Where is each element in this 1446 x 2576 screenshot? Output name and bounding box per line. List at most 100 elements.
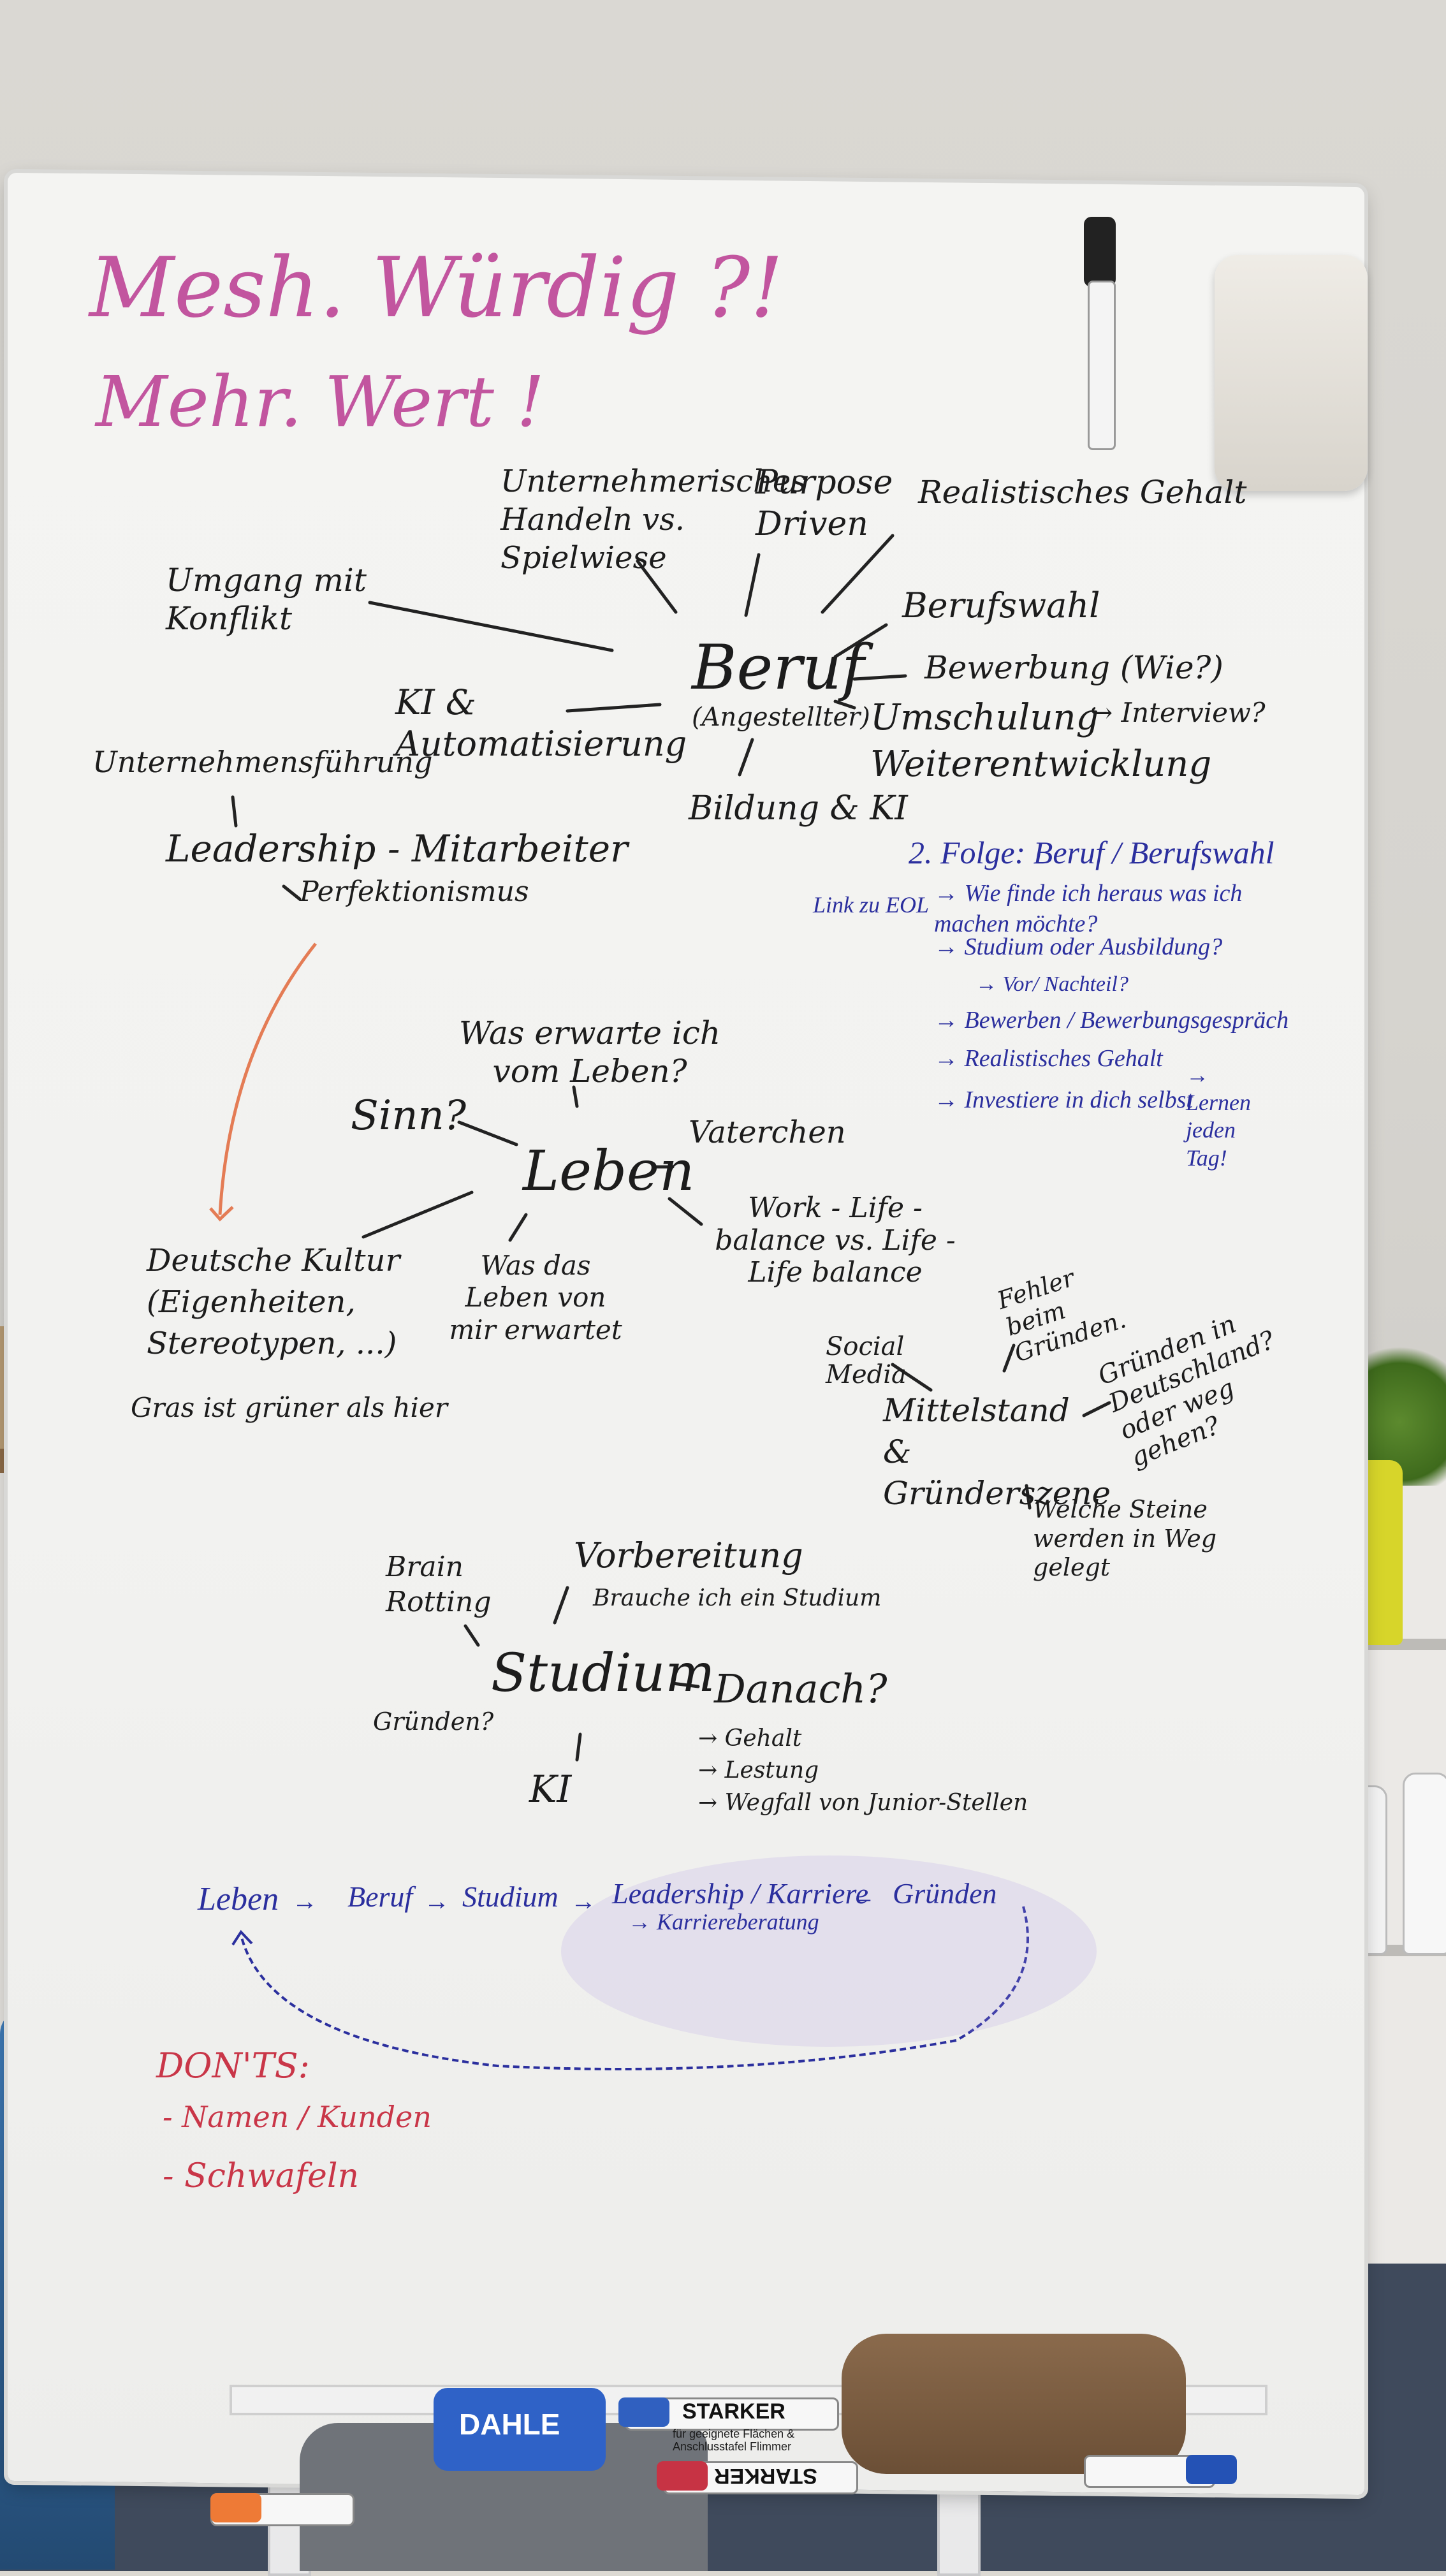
line-danach: [671, 1681, 700, 1688]
leadership-main: Leadership - Mitarbeiter: [166, 827, 628, 870]
branch-konflikt: Umgang mit Konflikt: [166, 562, 367, 637]
mittelstand-center: Mittelstand & Gründerszene: [883, 1392, 1111, 1512]
flow-arrow-2: →: [424, 1887, 449, 1915]
mittelstand-social-media: Social Media: [826, 1332, 907, 1389]
flow-step-studium: Studium: [462, 1880, 559, 1913]
sponge-brand-label: DAHLE: [459, 2408, 560, 2441]
leben-vaterchen: Vaterchen: [689, 1115, 846, 1150]
flow-arrowhead: [231, 1929, 253, 1946]
plant: [1352, 1326, 1446, 1486]
danach-item-3: → Wegfall von Junior-Stellen: [698, 1790, 1028, 1816]
donts-item-2: - Schwafeln: [163, 2157, 359, 2195]
marker-brand-label-2: STARKER: [714, 2464, 817, 2488]
donts-item-1: - Namen / Kunden: [163, 2100, 432, 2134]
line-was-das-leben: [508, 1213, 528, 1242]
whiteboard-marker-pen[interactable]: [1084, 217, 1116, 453]
pen-body: [1088, 281, 1116, 450]
marker-brand-label: STARKER: [682, 2399, 785, 2424]
branch-bewerbung: Bewerbung (Wie?): [924, 649, 1223, 686]
donts-heading: DON'TS:: [156, 2045, 310, 2086]
line-fehler: [1002, 1343, 1016, 1373]
line-purpose: [744, 553, 761, 617]
lotion-bottle: [1403, 1773, 1446, 1955]
branch-interview: ↪ Interview?: [1090, 697, 1266, 728]
leben-was-das-leben: Was das Leben von mir erwartet: [449, 1250, 622, 1345]
line-unternehmerisch: [636, 559, 678, 614]
orange-arrow: [218, 942, 317, 1215]
line-work-life: [668, 1197, 703, 1226]
leben-erwarte: Was erwarte ich vom Leben?: [458, 1014, 721, 1090]
studium-danach: Danach?: [714, 1665, 887, 1712]
line-gruenden-de: [1082, 1401, 1111, 1417]
title-line-1: Mesh. Würdig ?!: [89, 239, 784, 336]
line-umschulung: [833, 699, 856, 710]
folge-item-1: → Wie finde ich heraus was ich machen mö…: [934, 880, 1243, 937]
line-berufswahl: [833, 623, 888, 659]
branch-bildung-ki: Bildung & KI: [689, 789, 908, 828]
leadership-sub: Perfektionismus: [300, 875, 529, 908]
branch-purpose: Purpose Driven: [756, 464, 893, 543]
marker-small-text: für geeignete Flächen & Anschlusstafel F…: [673, 2427, 795, 2453]
folge-item-7: → Lernen jeden Tag!: [1186, 1062, 1251, 1171]
studium-gruenden: Gründen?: [373, 1708, 494, 1736]
folge-item-4: → Bewerben / Bewerbungsgespräch: [934, 1007, 1289, 1034]
pen-cap: [1084, 217, 1116, 287]
leben-sinn: Sinn?: [351, 1092, 467, 1139]
leadership-top: Unternehmensführung: [92, 745, 433, 779]
flow-step-leben: Leben: [198, 1881, 279, 1917]
branch-berufswahl: Berufswahl: [902, 585, 1100, 626]
flow-step-beruf: Beruf: [347, 1880, 413, 1913]
flow-arrow-4: –: [858, 1884, 870, 1912]
line-ki: [566, 703, 662, 713]
flow-arrow-1: →: [292, 1887, 318, 1915]
studium-center: Studium: [491, 1643, 715, 1704]
folge-item-2: → Studium oder Ausbildung?: [934, 933, 1223, 960]
line-erwarte: [572, 1085, 579, 1108]
line-leadership: [231, 795, 238, 828]
marker-cap-blue: [618, 2397, 669, 2427]
line-studium-ki: [575, 1732, 582, 1762]
marker-cap-right: [1186, 2455, 1237, 2484]
studium-vorbereitung: Vorbereitung: [574, 1535, 803, 1576]
smudge: [561, 1855, 1097, 2047]
flow-step-leadership: Leadership / Karriere: [612, 1877, 869, 1910]
folge-item-6: → Investiere in dich selbst: [934, 1087, 1193, 1113]
studium-brain-rotting: Brain Rotting: [386, 1551, 492, 1618]
pencil-pouch[interactable]: [842, 2334, 1186, 2474]
line-gehalt: [821, 534, 895, 614]
flow-step-gruenden: Gründen: [893, 1877, 997, 1910]
studium-brauche: Brauche ich ein Studium: [593, 1585, 882, 1611]
folge-link: Link zu EOL: [813, 892, 930, 918]
title-line-2: Mehr. Wert !: [96, 361, 545, 443]
leben-deutsche-kultur: Deutsche Kultur (Eigenheiten, Stereotype…: [147, 1243, 400, 1361]
line-konflikt: [368, 601, 614, 652]
studium-ki: KI: [529, 1767, 572, 1811]
leben-center: Leben: [523, 1139, 695, 1203]
marker-cap-red: [657, 2461, 708, 2491]
leben-work-life: Work - Life - balance vs. Life - Life ba…: [715, 1192, 956, 1289]
flow-arrow-3: →: [571, 1887, 596, 1915]
line-vorbereitung: [553, 1586, 569, 1625]
line-steine: [1025, 1484, 1032, 1510]
leben-gras: Gras ist grüner als hier: [131, 1392, 448, 1423]
branch-unternehmerisch: Unternehmerisches Handeln vs. Spielwiese: [500, 464, 807, 576]
line-perfektionismus: [282, 884, 302, 901]
folge-item-3: → Vor/ Nachteil?: [975, 972, 1128, 996]
dahle-sponge-eraser[interactable]: [434, 2388, 606, 2471]
folge-heading: 2. Folge: Beruf / Berufswahl: [909, 835, 1274, 870]
danach-item-1: → Gehalt: [698, 1725, 802, 1752]
marker-cap-orange: [210, 2493, 261, 2522]
mittelstand-steine: Welche Steine werden in Weg gelegt: [1033, 1495, 1217, 1582]
folge-item-5: → Realistisches Gehalt: [934, 1045, 1163, 1072]
magnetic-eraser[interactable]: [1215, 255, 1368, 491]
flow-sub: → Karriereberatung: [628, 1909, 819, 1935]
beruf-center: Beruf: [692, 632, 865, 703]
line-sinn: [457, 1120, 518, 1146]
danach-item-2: → Lestung: [698, 1757, 819, 1783]
orange-arrowhead: [209, 1206, 234, 1222]
line-social-media: [891, 1363, 933, 1392]
line-bildung: [738, 738, 754, 777]
branch-gehalt: Realistisches Gehalt: [918, 474, 1247, 511]
beruf-center-sub: (Angestellter): [692, 703, 870, 732]
line-deutsche-kultur: [362, 1190, 474, 1239]
